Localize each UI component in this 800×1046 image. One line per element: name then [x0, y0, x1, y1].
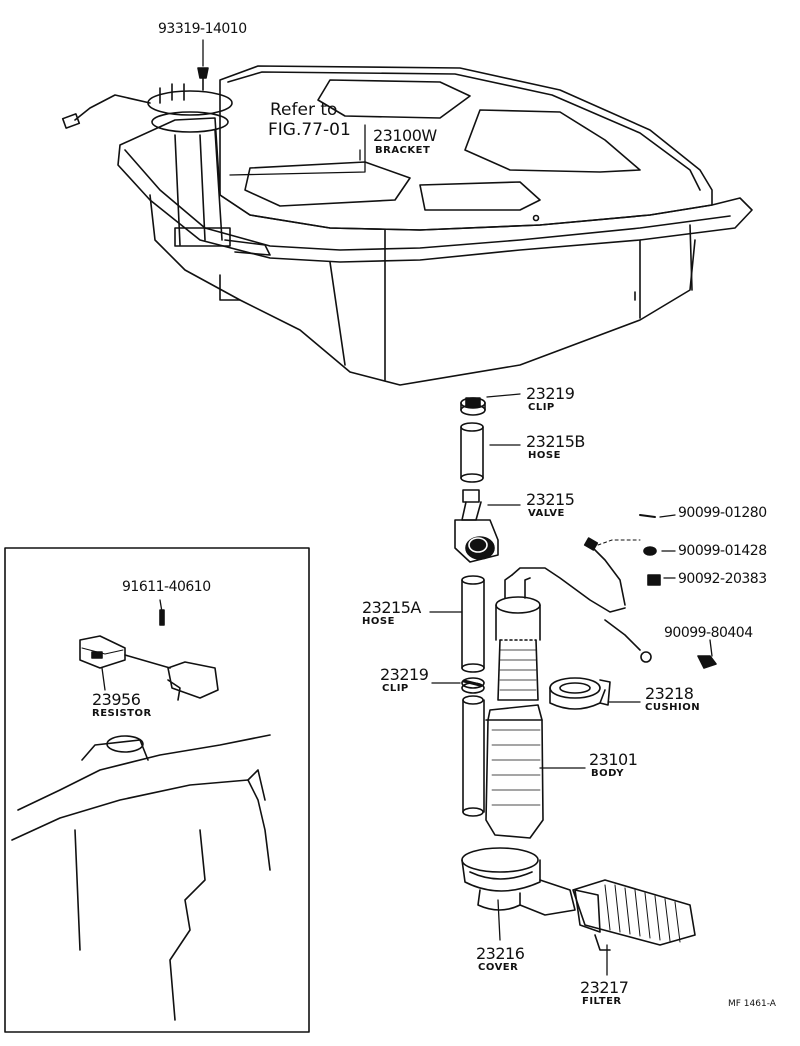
part-number-23101: 23101	[589, 750, 638, 769]
fuel-filter	[572, 879, 696, 951]
part-number-23215B: 23215B	[526, 432, 585, 451]
part-number-23100W: 23100W	[373, 126, 437, 145]
part-number-23216: 23216	[476, 944, 525, 963]
part-number-23217: 23217	[580, 978, 629, 997]
part-label-93319: 93319-14010	[158, 21, 247, 37]
clip-lower	[461, 677, 485, 694]
part-label-91611-40610: 91611-40610	[122, 579, 211, 595]
fuel-tank-illustration	[117, 65, 753, 386]
part-name-filter: FILTER	[582, 996, 622, 1007]
part-name-clip-lower: CLIP	[382, 683, 409, 694]
part-name-valve: VALVE	[528, 508, 565, 519]
part-number-23215A: 23215A	[362, 598, 421, 617]
part-label-90099-01428: 90099-01428	[678, 543, 767, 559]
clip-upper	[460, 397, 486, 416]
part-name-resistor: RESISTOR	[92, 708, 152, 719]
part-number-23956: 23956	[92, 690, 141, 709]
pump-cover	[461, 847, 576, 916]
part-number-23215: 23215	[526, 490, 575, 509]
part-label-90099-01280: 90099-01280	[678, 505, 767, 521]
part-number-23218: 23218	[645, 684, 694, 703]
hose-upper	[460, 422, 484, 483]
part-name-clip-upper: CLIP	[528, 402, 555, 413]
cushion	[549, 677, 611, 710]
reference-line2: FIG.77-01	[268, 120, 351, 140]
part-name-cover: COVER	[478, 962, 519, 973]
fuel-pump-body	[485, 537, 652, 839]
hose-middle	[461, 575, 485, 673]
part-name-bracket: BRACKET	[375, 145, 431, 156]
hose-lower	[462, 695, 485, 817]
part-name-hose-upper: HOSE	[528, 450, 561, 461]
leader-lines	[101, 39, 713, 976]
part-number-23219-lower: 23219	[380, 665, 429, 684]
pump-assembly-in-tank	[61, 67, 271, 256]
figure-code: MF 1461-A	[728, 999, 776, 1009]
reference-line1: Refer to	[270, 100, 338, 120]
part-label-90092-20383: 90092-20383	[678, 571, 767, 587]
part-name-cushion: CUSHION	[645, 702, 701, 713]
check-valve	[454, 489, 499, 563]
small-hardware	[639, 514, 717, 669]
part-number-23219-upper: 23219	[526, 384, 575, 403]
inset-box	[4, 547, 310, 1033]
part-label-90099-80404: 90099-80404	[664, 625, 753, 641]
part-name-hose-middle: HOSE	[362, 616, 395, 627]
part-name-body: BODY	[591, 768, 624, 779]
